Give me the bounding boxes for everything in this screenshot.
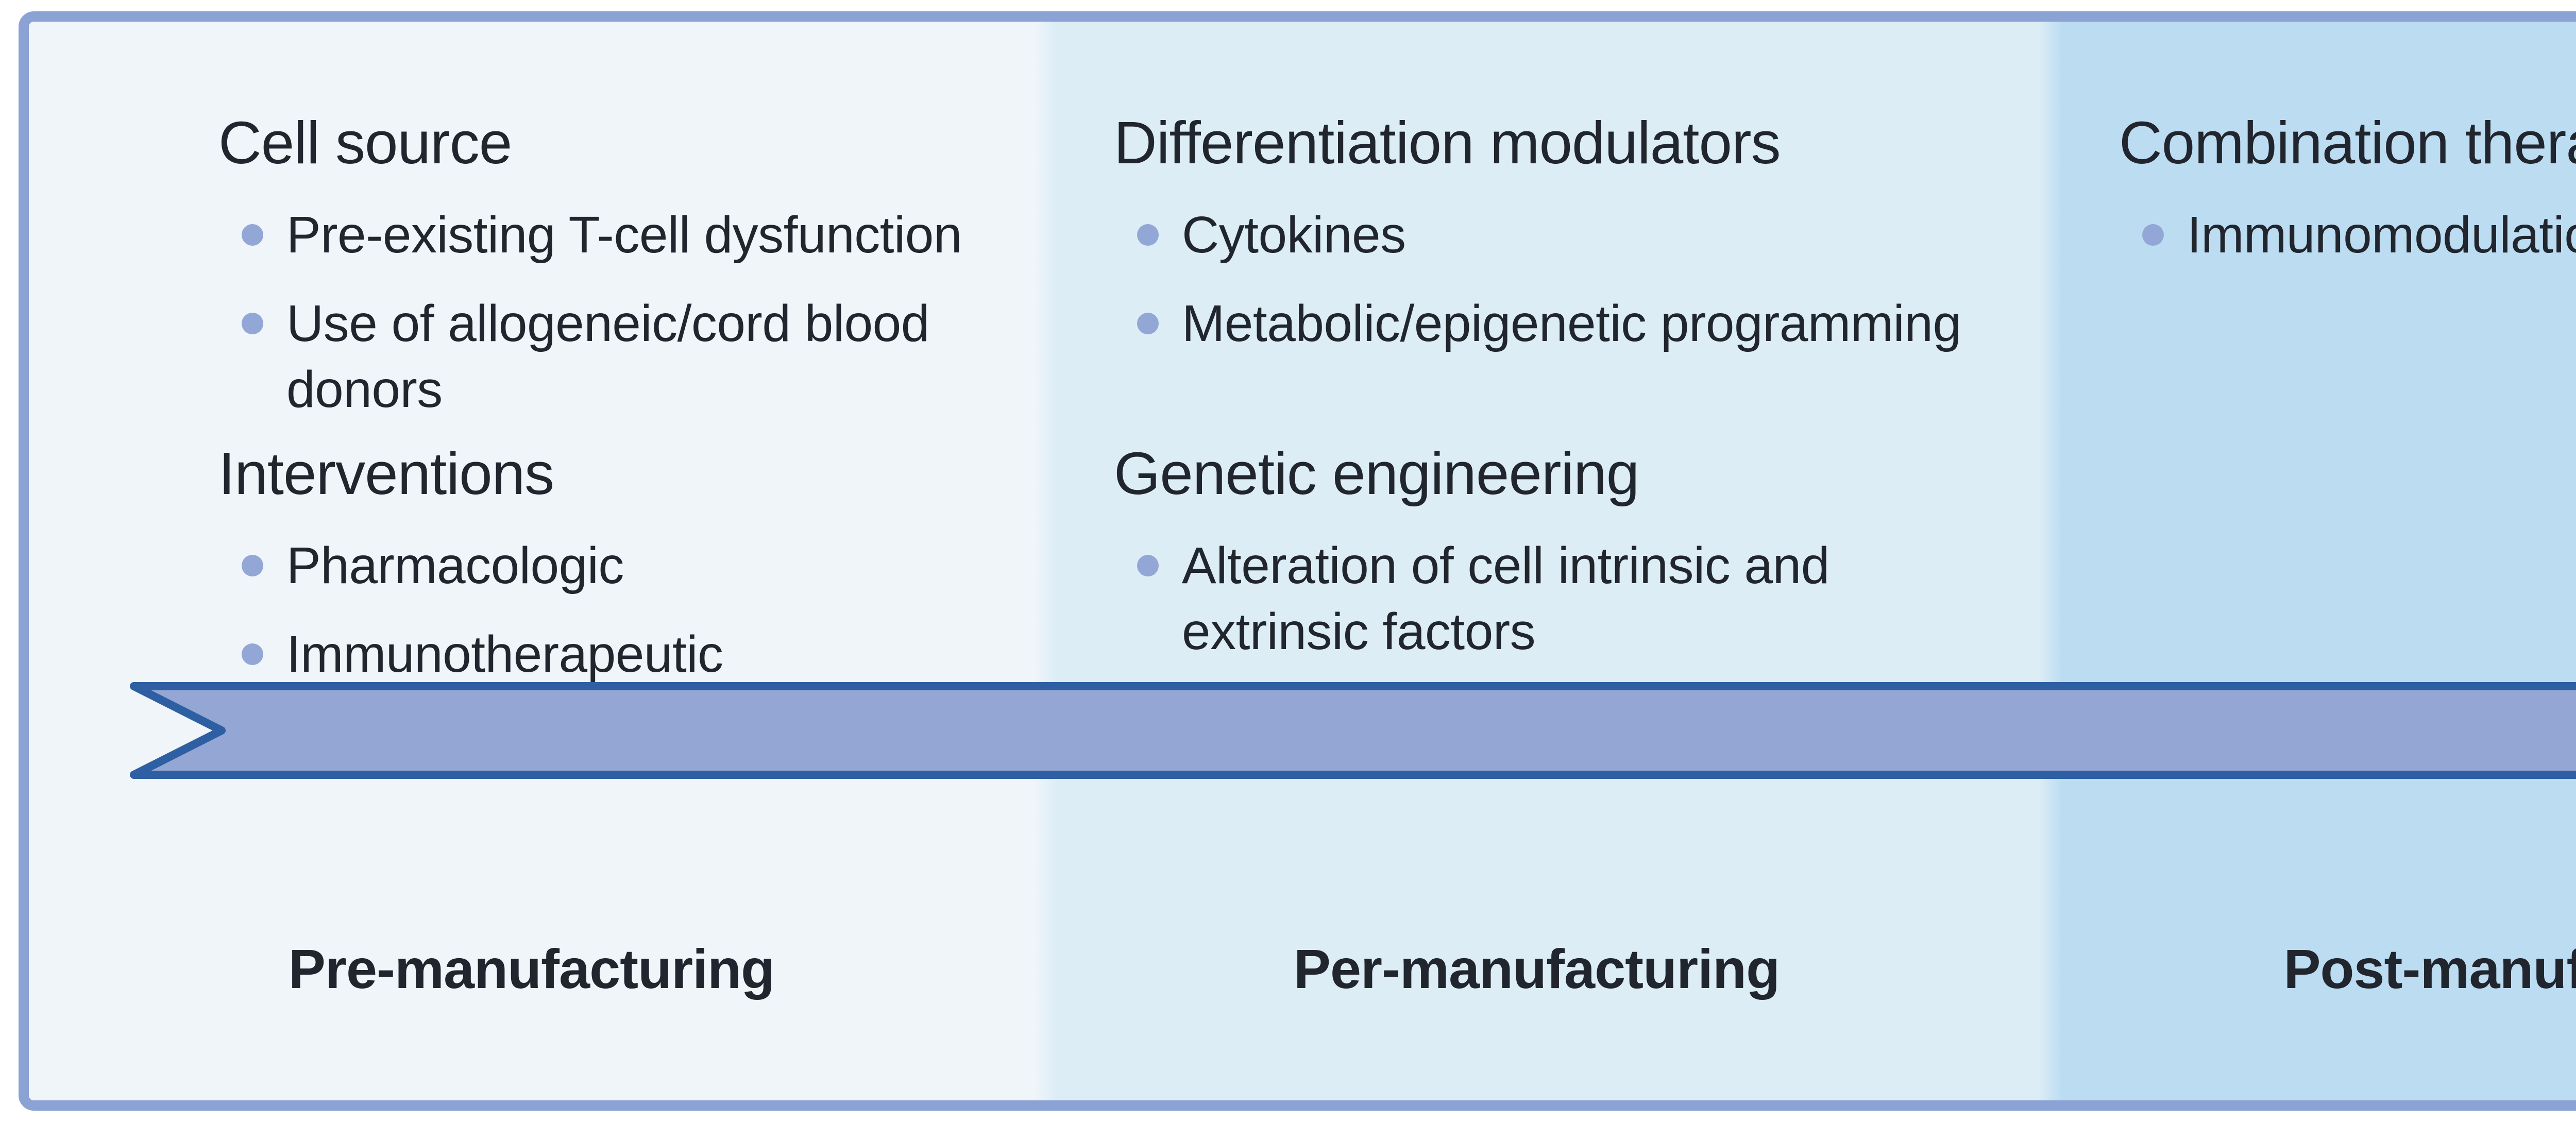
list-item: Immunomodulation <box>2119 202 2576 268</box>
bullet-list: Pre-existing T-cell dysfunction Use of a… <box>218 202 1013 422</box>
bullet-list: Pharmacologic Immunotherapeutic <box>218 533 1013 687</box>
bullet-text: Metabolic/epigenetic programming <box>1182 295 1961 352</box>
bullet-dot-icon <box>1137 224 1159 246</box>
stage-column-post-manufacturing: Combination therapies Immunomodulation P… <box>2039 22 2576 1100</box>
bullet-text: Pre-existing T-cell dysfunction <box>286 206 962 264</box>
list-item: Use of allogeneic/cord blood donors <box>218 291 1013 422</box>
bullet-list: Immunomodulation <box>2119 202 2576 268</box>
stage-label-post-manufacturing: Post-manufacturing <box>2283 938 2576 1000</box>
bullet-list: Cytokines Metabolic/epigenetic programmi… <box>1114 202 2019 356</box>
bullet-text: Immunomodulation <box>2187 206 2576 264</box>
section-heading: Genetic engineering <box>1114 440 1639 507</box>
list-item: Pharmacologic <box>218 533 1013 599</box>
list-item: Immunotherapeutic <box>218 621 1013 687</box>
stage-column-pre-manufacturing: Cell source Pre-existing T-cell dysfunct… <box>29 22 1034 1100</box>
figure-panel: Cell source Pre-existing T-cell dysfunct… <box>19 11 2576 1111</box>
stage-column-per-manufacturing: Differentiation modulators Cytokines Met… <box>1034 22 2039 1100</box>
bullet-dot-icon <box>242 643 263 665</box>
list-item: Cytokines <box>1114 202 2019 268</box>
column-content: Combination therapies Immunomodulation <box>2039 22 2576 268</box>
section-heading: Differentiation modulators <box>1114 109 1781 176</box>
section-heading: Combination therapies <box>2119 109 2576 176</box>
bullet-dot-icon <box>2142 224 2164 246</box>
section-heading: Cell source <box>218 109 512 176</box>
stage-label-pre-manufacturing: Pre-manufacturing <box>288 938 775 1000</box>
list-item: Alteration of cell intrinsic and extrins… <box>1114 533 2019 665</box>
bullet-text: Pharmacologic <box>286 537 624 594</box>
bullet-dot-icon <box>1137 555 1159 576</box>
list-item: Metabolic/epigenetic programming <box>1114 291 2019 356</box>
column-content: Cell source Pre-existing T-cell dysfunct… <box>29 22 1034 687</box>
bullet-text: Use of allogeneic/cord blood donors <box>286 295 929 418</box>
bullet-dot-icon <box>242 555 263 576</box>
bullet-text: Cytokines <box>1182 206 1406 264</box>
bullet-list: Alteration of cell intrinsic and extrins… <box>1114 533 2019 665</box>
list-item: Pre-existing T-cell dysfunction <box>218 202 1013 268</box>
bullet-dot-icon <box>1137 313 1159 334</box>
bullet-dot-icon <box>242 224 263 246</box>
section-heading: Interventions <box>218 440 554 507</box>
stage-label-per-manufacturing: Per-manufacturing <box>1293 938 1780 1000</box>
bullet-text: Immunotherapeutic <box>286 625 723 683</box>
bullet-text: Alteration of cell intrinsic and extrins… <box>1182 537 1829 660</box>
column-content: Differentiation modulators Cytokines Met… <box>1034 22 2039 665</box>
bullet-dot-icon <box>242 313 263 334</box>
